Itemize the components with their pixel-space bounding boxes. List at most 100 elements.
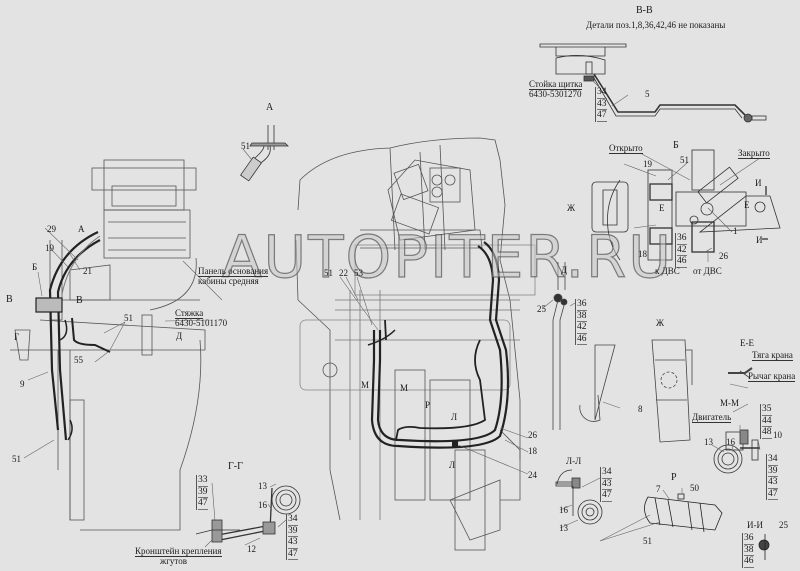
callout-21: 21 <box>83 266 92 276</box>
section-marker-m: М <box>361 380 370 390</box>
callout-36: 36 <box>744 533 754 545</box>
callout-42: 42 <box>577 322 587 334</box>
callout-24: 24 <box>528 470 537 480</box>
section-marker-e: Е <box>659 203 665 213</box>
view-mm-title: М-М <box>720 398 740 408</box>
center-assembly <box>295 137 536 551</box>
hoses-center <box>367 241 510 449</box>
section-marker-d: Д <box>176 331 183 341</box>
callout-26: 26 <box>719 251 728 261</box>
vv-fastener-stack: 34 43 47 <box>595 87 607 122</box>
callout-16: 16 <box>726 437 735 447</box>
callout-34: 34 <box>288 514 298 526</box>
callout-19: 19 <box>643 159 652 169</box>
callout-51: 51 <box>643 536 652 546</box>
callout-47: 47 <box>198 498 208 510</box>
leader-lines <box>23 79 761 548</box>
mm-top-stack: 35 44 48 <box>760 404 772 439</box>
view-p-drawing <box>644 493 723 533</box>
view-gg-drawing <box>195 485 301 543</box>
callout-39: 39 <box>288 525 298 537</box>
view-ee-drawing <box>728 367 753 379</box>
from-engine-label: от ДВС <box>693 266 722 276</box>
callout-1: 1 <box>733 226 738 236</box>
callout-38: 38 <box>744 544 754 556</box>
b-fastener-stack: 36 42 46 <box>675 233 687 268</box>
dashboard-post-label: Стойка щитка <box>529 79 583 90</box>
callout-47: 47 <box>768 488 778 500</box>
view-d-title: Д <box>561 265 568 275</box>
view-zh-drawing <box>579 339 693 443</box>
view-zh-title: Ж <box>656 318 665 328</box>
callout-29: 29 <box>47 224 56 234</box>
callout-19: 19 <box>45 243 54 253</box>
callout-51: 51 <box>324 268 333 278</box>
tie-rod-label: Стяжка <box>175 308 204 319</box>
callout-43: 43 <box>288 537 298 549</box>
section-marker-i: И <box>755 178 762 188</box>
section-marker-g: Г <box>14 332 20 342</box>
callout-38: 38 <box>577 310 587 322</box>
callout-13: 13 <box>559 523 568 533</box>
callout-39: 39 <box>768 465 778 477</box>
view-d-drawing <box>552 262 568 430</box>
callout-9: 9 <box>20 379 25 389</box>
callout-33: 33 <box>198 475 208 487</box>
view-b-title: Б <box>673 140 679 151</box>
view-vv-title: В-В <box>636 5 653 16</box>
callout-12: 12 <box>247 544 256 554</box>
section-marker-l: Л <box>451 412 458 422</box>
valve-rod-label: Тяга крана <box>752 350 793 361</box>
callout-47: 47 <box>597 110 607 122</box>
callout-22: 22 <box>339 268 348 278</box>
cab-base-panel-label: Панель основания <box>198 266 269 277</box>
callout-47: 47 <box>602 490 612 502</box>
section-marker-i: И <box>756 235 763 245</box>
tie-rod-number: 6430-5101170 <box>175 318 228 328</box>
callout-18: 18 <box>638 249 647 259</box>
callout-47: 47 <box>288 548 298 560</box>
section-marker-v: В <box>6 294 13 305</box>
callout-46: 46 <box>744 556 754 568</box>
view-ll-title: Л-Л <box>566 456 582 466</box>
callout-51: 51 <box>12 454 21 464</box>
dashboard-post-number: 6430-5301270 <box>529 89 582 99</box>
section-marker-m: М <box>400 383 409 393</box>
gg-right-stack: 34 39 43 47 <box>286 514 298 560</box>
view-ee-title: Е-Е <box>740 338 754 348</box>
callout-25: 25 <box>537 304 546 314</box>
view-gg-title: Г-Г <box>228 461 243 472</box>
callout-35: 35 <box>762 404 772 416</box>
harness-bracket-label-2: жгутов <box>160 556 187 566</box>
callout-36: 36 <box>577 299 587 311</box>
callout-43: 43 <box>597 98 607 110</box>
callout-46: 46 <box>577 333 587 345</box>
valve-lever-label: Рычаг крана <box>748 371 796 382</box>
section-marker-zh: Ж <box>567 203 576 213</box>
callout-55: 55 <box>74 355 83 365</box>
callout-10: 10 <box>773 430 782 440</box>
view-mm-drawing <box>713 429 760 474</box>
callout-34: 34 <box>597 87 607 99</box>
section-marker-l: Л <box>449 460 456 470</box>
view-vv-drawing <box>539 43 767 123</box>
engine-label: Двигатель <box>692 412 732 423</box>
callout-46: 46 <box>677 256 687 268</box>
callout-16: 16 <box>559 505 568 515</box>
section-marker-a: А <box>78 224 85 234</box>
section-marker-b: Б <box>32 262 38 272</box>
gg-left-stack: 33 39 47 <box>196 475 208 510</box>
d-fastener-stack: 36 38 42 46 <box>575 299 587 345</box>
callout-42: 42 <box>677 244 687 256</box>
callout-13: 13 <box>704 437 713 447</box>
section-marker-p: Р <box>425 400 431 410</box>
callout-16: 16 <box>258 500 267 510</box>
callout-50: 50 <box>690 483 699 493</box>
watermark: AUTOPITER.RU <box>221 223 673 291</box>
callout-5: 5 <box>645 89 650 99</box>
section-marker-e: Е <box>744 200 750 210</box>
callout-25: 25 <box>779 520 788 530</box>
callout-44: 44 <box>762 415 772 427</box>
callout-13: 13 <box>258 481 267 491</box>
